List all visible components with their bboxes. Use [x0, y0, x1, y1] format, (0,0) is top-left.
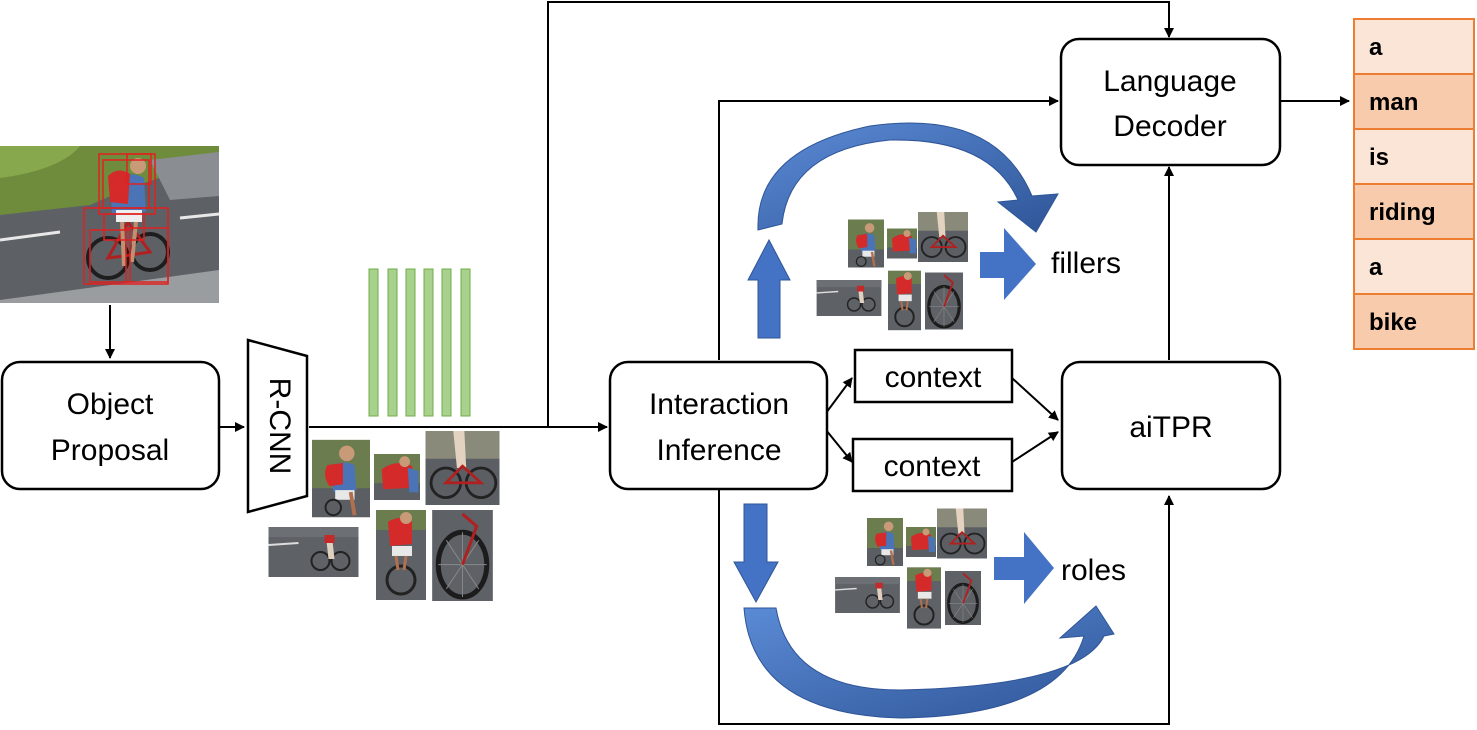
interaction-inference-label-2: Inference [656, 434, 781, 467]
word-cell-bg [1353, 18, 1475, 75]
context-box-top: context [853, 348, 1014, 404]
rcnn-label: R-CNN [263, 378, 296, 475]
context-top-label: context [885, 361, 982, 394]
fillers-block-arrow [980, 228, 1036, 300]
word-text: riding [1369, 199, 1436, 226]
roles-block-arrow [994, 532, 1054, 604]
roles-label: roles [1061, 554, 1126, 587]
word-cell-bg [1353, 183, 1475, 240]
object-proposal-block: Object Proposal [0, 360, 221, 491]
word-text: a [1369, 34, 1383, 61]
roles-branch: roles [733, 503, 1126, 719]
output-caption-words: a man is riding a bike [1353, 18, 1475, 350]
aitpr-label: aiTPR [1129, 411, 1212, 444]
connectors [105, 1, 1350, 725]
language-decoder-label-2: Decoder [1113, 110, 1226, 143]
word-text: is [1369, 144, 1389, 171]
word-cell-bg [1353, 293, 1475, 350]
context-bottom-label: context [884, 450, 981, 483]
down-block-arrow [733, 503, 779, 604]
interaction-inference-block: Interaction Inference [608, 360, 829, 491]
word-cell: a [1353, 18, 1475, 75]
curved-arrow-top [757, 122, 1059, 233]
context-box-bottom: context [851, 437, 1014, 493]
feature-vectors [368, 268, 471, 417]
fillers-label: fillers [1051, 247, 1121, 280]
bounding-boxes [83, 153, 169, 285]
fillers-branch: fillers [747, 122, 1121, 339]
rcnn-block: R-CNN [246, 338, 309, 514]
word-cell: man [1353, 73, 1475, 130]
language-decoder-block: Language Decoder [1059, 37, 1282, 167]
object-proposal-label-1: Object [67, 388, 154, 421]
input-image [0, 146, 220, 303]
word-cell: bike [1353, 293, 1475, 350]
word-text: bike [1369, 309, 1417, 336]
language-decoder-label-1: Language [1103, 65, 1236, 98]
aitpr-block: aiTPR [1060, 360, 1282, 491]
word-cell-bg [1353, 238, 1475, 295]
object-proposal-label-2: Proposal [51, 434, 169, 467]
word-cell: is [1353, 128, 1475, 185]
word-cell-bg [1353, 128, 1475, 185]
word-cell: riding [1353, 183, 1475, 240]
curved-arrow-bottom [743, 605, 1115, 719]
filler-crops [815, 210, 968, 332]
word-cell: a [1353, 238, 1475, 295]
word-text: a [1369, 254, 1383, 281]
word-text: man [1369, 89, 1418, 116]
up-block-arrow [747, 238, 791, 339]
role-crops [834, 507, 987, 630]
interaction-inference-label-1: Interaction [649, 388, 789, 421]
